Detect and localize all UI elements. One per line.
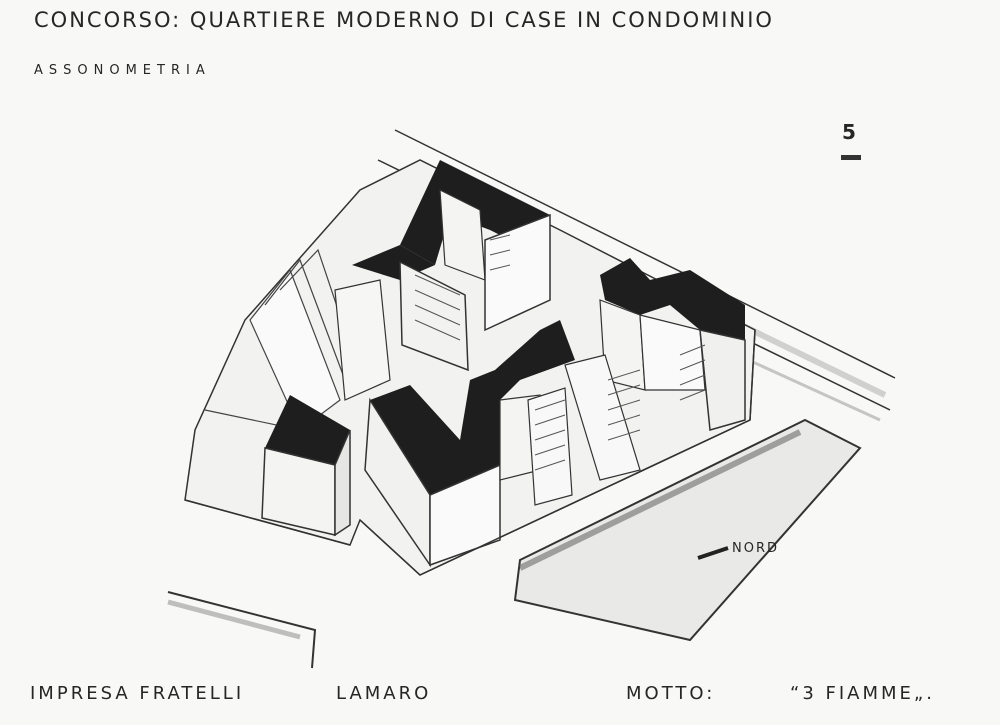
tower-stair-detail xyxy=(414,234,706,471)
sheet-number: 5 xyxy=(842,120,856,144)
document-subtitle: ASSONOMETRIA xyxy=(34,63,211,78)
lower-right-block xyxy=(513,418,862,642)
sheet-number-underline xyxy=(841,155,861,160)
document-title: CONCORSO: QUARTIERE MODERNO DI CASE IN C… xyxy=(34,8,774,32)
compass-label: NORD xyxy=(732,541,779,556)
building-a xyxy=(261,395,351,537)
footer-company-name: LAMARO xyxy=(336,683,432,704)
site-edges xyxy=(184,329,756,576)
building-b xyxy=(364,320,575,568)
footer-company-prefix: IMPRESA FRATELLI xyxy=(30,683,245,704)
footer-motto-label: MOTTO: xyxy=(626,683,716,704)
footer-motto-value: “3 FIAMME„. xyxy=(790,683,935,704)
lower-left-block xyxy=(167,591,317,669)
building-d xyxy=(564,258,746,481)
building-c xyxy=(334,160,551,401)
watermark xyxy=(150,285,188,424)
